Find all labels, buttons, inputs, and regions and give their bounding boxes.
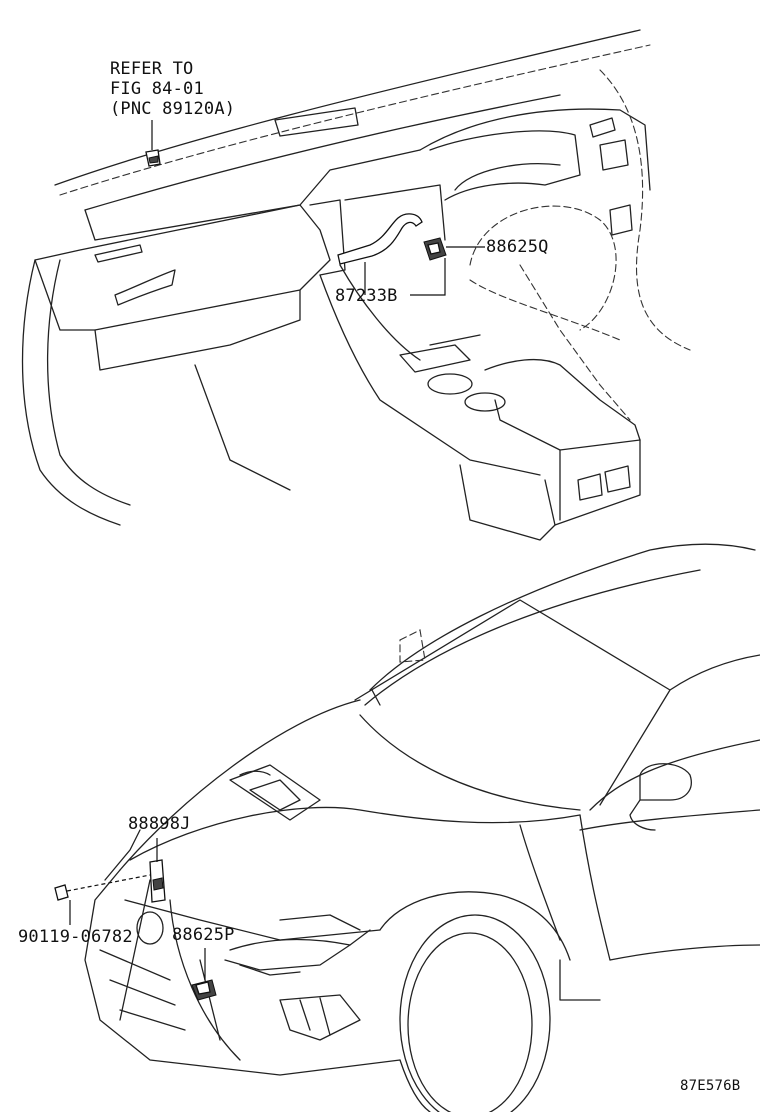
refer-note-line-1: REFER TO: [110, 59, 194, 79]
bolt-icon: [54, 874, 151, 901]
refer-note-line-3: (PNC 89120A): [110, 99, 236, 119]
part-label-90119-06782: 90119-06782: [18, 927, 133, 947]
part-label-87233b: 87233B: [335, 286, 398, 306]
figure-code: 87E576B: [680, 1078, 741, 1094]
refer-note-line-2: FIG 84-01: [110, 79, 204, 99]
hose-part: [337, 213, 423, 265]
sensor-icon: [423, 237, 447, 261]
part-label-88898j: 88898J: [128, 814, 191, 834]
dashboard-illustration: [21, 29, 691, 541]
front-sensor-icon: [191, 979, 217, 1001]
car-illustration: [84, 543, 760, 1112]
part-label-88625q: 88625Q: [486, 237, 549, 257]
clip-icon: [145, 149, 161, 167]
part-label-88625p: 88625P: [172, 925, 235, 945]
bracket-icon: [149, 859, 166, 903]
